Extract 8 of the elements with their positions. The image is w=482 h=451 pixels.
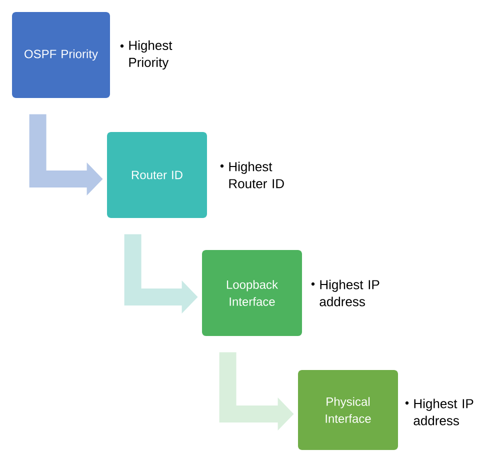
- process-box: Router ID: [107, 132, 207, 218]
- note-text: Highest Router ID: [229, 162, 284, 188]
- process-box: Physical Interface: [298, 370, 398, 450]
- note-text: Highest IP address: [320, 280, 380, 306]
- process-box: OSPF Priority: [12, 12, 110, 98]
- process-box: Loopback Interface: [202, 250, 302, 336]
- note-text: Highest Priority: [129, 40, 172, 70]
- note-text: Highest IP address: [414, 398, 474, 426]
